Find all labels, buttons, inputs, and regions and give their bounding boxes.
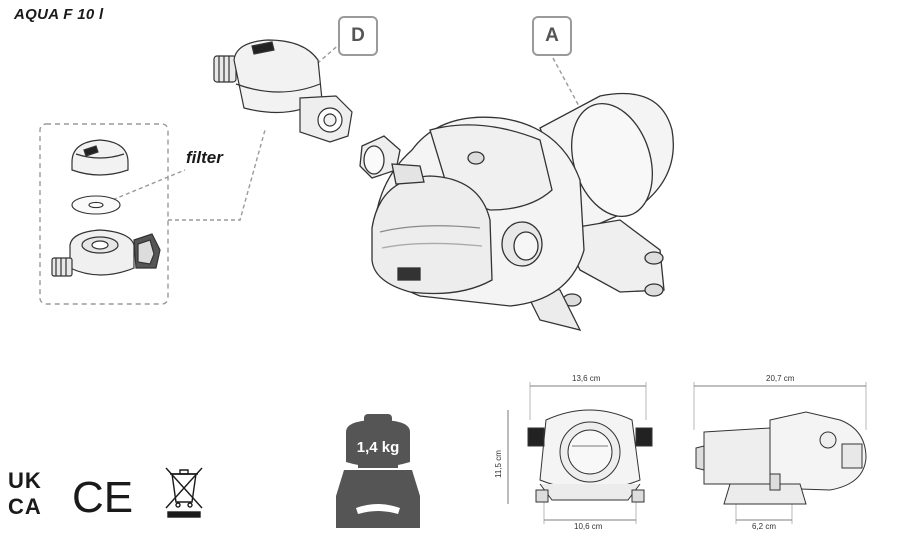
callout-a: A (532, 16, 572, 56)
front-view-drawing (507, 382, 653, 524)
weight-icon: 1,4 kg (336, 414, 420, 528)
filter-label: filter (186, 148, 223, 167)
dim-front-width-top: 13,6 cm (572, 374, 601, 383)
filter-cap (71, 139, 129, 176)
product-title: AQUA F 10 l (14, 6, 104, 23)
filter-disc (71, 195, 121, 215)
weee-bin-icon (165, 467, 203, 518)
leader-a (552, 57, 581, 109)
filter-parts-box (39, 123, 169, 305)
dim-front-height: 11,5 cm (494, 450, 503, 478)
filter-housing (51, 229, 161, 277)
ukca-line2: CA (8, 494, 42, 519)
dim-front-width-bottom: 10,6 cm (574, 522, 603, 531)
ce-mark: CE (72, 473, 133, 522)
weight-label: 1,4 kg (357, 439, 400, 456)
ukca-line1: UK (8, 468, 42, 493)
pump-a (359, 92, 674, 331)
filter-assembly-d (213, 39, 353, 143)
ukca-mark: UK CA (8, 468, 42, 519)
dim-side-length-top: 20,7 cm (766, 374, 795, 383)
side-view-drawing (693, 382, 867, 524)
filter-leader-to-d (168, 129, 266, 221)
callout-d: D (338, 16, 378, 56)
dim-side-width-bottom: 6,2 cm (752, 522, 777, 531)
